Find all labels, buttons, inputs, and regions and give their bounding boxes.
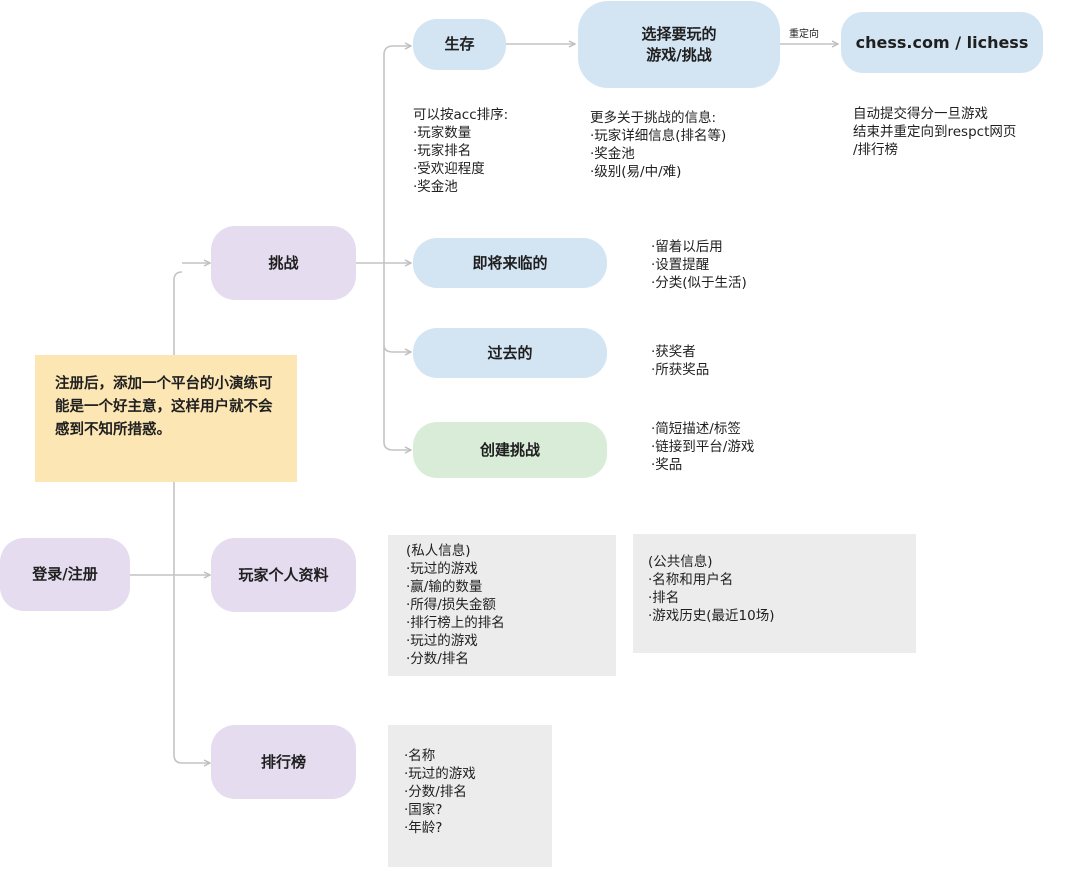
past-items-text: ·获奖者 ·所获奖品: [651, 343, 709, 379]
leaderboard-info-box: [388, 725, 552, 867]
survival-sort-heading: 可以按acc排序:: [413, 107, 509, 123]
private-info-item: ·所得/损失金额: [406, 597, 496, 613]
auto-submit-line: 自动提交得分一旦游戏: [853, 106, 988, 122]
private-info-box: [388, 535, 616, 676]
node-player-profile: 玩家个人资料: [211, 538, 356, 612]
leaderboard-item: ·分数/排名: [404, 784, 467, 800]
node-survival: 生存: [413, 19, 506, 70]
choose-game-line-2: 游戏/挑战: [646, 45, 712, 64]
private-info-item: ·玩过的游戏: [406, 561, 478, 577]
node-chess-platform: chess.com / lichess: [841, 12, 1043, 73]
auto-submit-line: /排行榜: [853, 142, 899, 158]
challenge-info-text: 更多关于挑战的信息: ·玩家详细信息(排名等) ·奖金池 ·级别(易/中/难): [590, 109, 726, 181]
survival-sort-item: ·玩家数量: [413, 125, 472, 141]
node-create-challenge: 创建挑战: [413, 422, 607, 478]
private-info-item: ·赢/输的数量: [406, 579, 483, 595]
private-info-item: ·排行榜上的排名: [406, 615, 505, 631]
public-info-item: ·排名: [648, 590, 680, 606]
challenge-branch-line: [383, 45, 394, 353]
choose-game-line-1: 选择要玩的: [641, 24, 717, 43]
create-item: ·简短描述/标签: [651, 421, 741, 437]
leaderboard-item: ·名称: [404, 748, 436, 764]
survival-sort-item: ·奖金池: [413, 179, 458, 195]
challenge-info-heading: 更多关于挑战的信息:: [590, 110, 717, 126]
challenge-info-item: ·级别(易/中/难): [590, 164, 682, 180]
public-info-heading: (公共信息): [648, 554, 713, 570]
leaderboard-item: ·玩过的游戏: [404, 766, 476, 782]
node-login: 登录/注册: [0, 538, 130, 611]
node-choose-game: 选择要玩的 游戏/挑战: [578, 1, 780, 88]
node-challenge: 挑战: [211, 226, 356, 300]
challenge-info-item: ·玩家详细信息(排名等): [590, 128, 727, 144]
upcoming-items-text: ·留着以后用 ·设置提醒 ·分类(似于生活): [651, 238, 747, 292]
trunk-line: [173, 271, 183, 764]
survival-sort-text: 可以按acc排序: ·玩家数量 ·玩家排名 ·受欢迎程度 ·奖金池: [413, 106, 508, 196]
public-info-box: [633, 534, 916, 653]
past-item: ·获奖者: [651, 344, 696, 360]
upcoming-item: ·设置提醒: [651, 257, 710, 273]
survival-sort-item: ·受欢迎程度: [413, 161, 485, 177]
create-items-text: ·简短描述/标签 ·链接到平台/游戏 ·奖品: [651, 420, 754, 474]
upcoming-item: ·分类(似于生活): [651, 275, 747, 291]
node-upcoming: 即将来临的: [413, 238, 607, 288]
create-item: ·奖品: [651, 457, 683, 473]
create-item: ·链接到平台/游戏: [651, 439, 755, 455]
node-past: 过去的: [413, 328, 607, 378]
past-item: ·所获奖品: [651, 362, 710, 378]
private-info-heading: (私人信息): [406, 543, 471, 559]
private-info-text: (私人信息) ·玩过的游戏 ·赢/输的数量 ·所得/损失金额 ·排行榜上的排名 …: [406, 542, 505, 668]
private-info-item: ·分数/排名: [406, 651, 469, 667]
public-info-text: (公共信息) ·名称和用户名 ·排名 ·游戏历史(最近10场): [648, 553, 775, 625]
upcoming-item: ·留着以后用: [651, 239, 723, 255]
auto-submit-text: 自动提交得分一旦游戏 结束并重定向到respct网页 /排行榜: [853, 105, 1016, 159]
public-info-item: ·游戏历史(最近10场): [648, 608, 775, 624]
edge-label-redirect: 重定向: [789, 29, 819, 40]
node-leaderboard: 排行榜: [211, 725, 356, 799]
private-info-item: ·玩过的游戏: [406, 633, 478, 649]
auto-submit-line: 结束并重定向到respct网页: [853, 124, 1017, 140]
survival-sort-item: ·玩家排名: [413, 143, 472, 159]
leaderboard-item: ·国家?: [404, 802, 443, 818]
leaderboard-info-text: ·名称 ·玩过的游戏 ·分数/排名 ·国家? ·年龄?: [404, 747, 476, 837]
note-onboarding: 注册后，添加一个平台的小演练可能是一个好主意，这样用户就不会感到不知所措惑。: [35, 355, 297, 482]
public-info-item: ·名称和用户名: [648, 572, 734, 588]
leaderboard-item: ·年龄?: [404, 820, 443, 836]
challenge-info-item: ·奖金池: [590, 146, 635, 162]
edge-to-create: [383, 345, 411, 450]
